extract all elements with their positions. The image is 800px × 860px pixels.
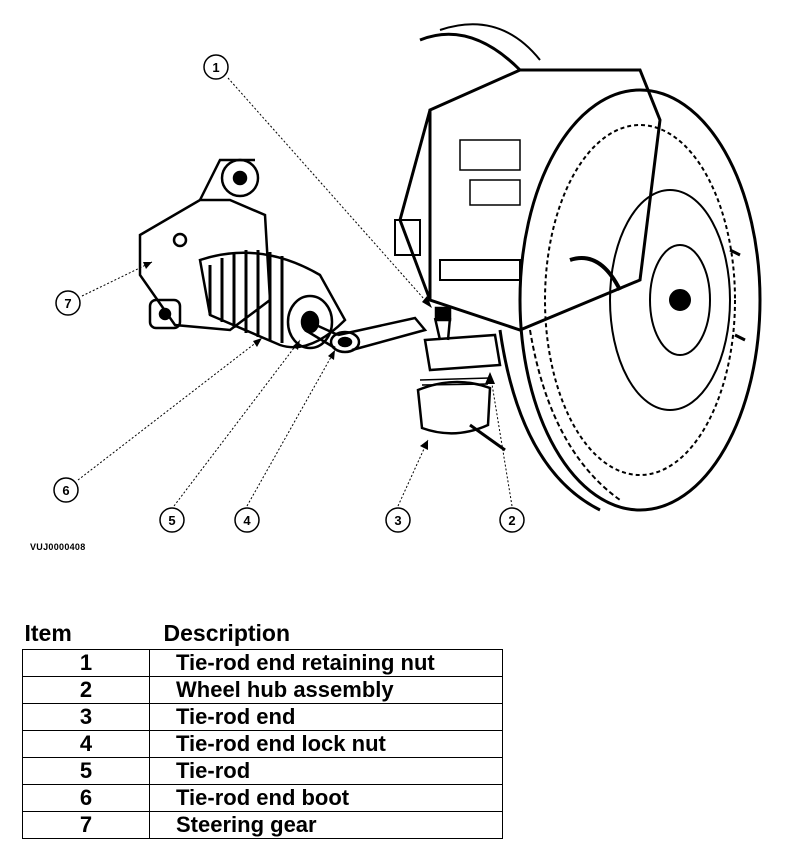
wheel-hub-drawing	[394, 23, 762, 512]
diagram-reference-code: VUJ0000408	[30, 542, 86, 552]
table-row: 6 Tie-rod end boot	[22, 784, 503, 812]
svg-text:2: 2	[508, 513, 515, 528]
item-description: Tie-rod end lock nut	[149, 730, 503, 758]
callout-1: 1	[203, 54, 229, 80]
item-number: 7	[22, 811, 150, 839]
item-number: 4	[22, 730, 150, 758]
tie-rod-end-drawing	[416, 306, 506, 452]
item-description: Tie-rod	[149, 757, 503, 785]
svg-text:3: 3	[394, 513, 401, 528]
parts-table: Item Description 1 Tie-rod end retaining…	[22, 618, 503, 839]
item-number: 6	[22, 784, 150, 812]
item-number: 5	[22, 757, 150, 785]
steering-assembly-diagram: 1 2 3 4 5 6 7	[53, 23, 762, 533]
callout-3: 3	[385, 507, 411, 533]
steering-gear-drawing	[138, 158, 347, 350]
table-header-row: Item Description	[23, 618, 503, 650]
item-number: 1	[22, 649, 150, 677]
svg-text:1: 1	[212, 60, 219, 75]
svg-text:6: 6	[62, 483, 69, 498]
callout-2: 2	[499, 507, 525, 533]
callout-7: 7	[55, 290, 81, 316]
description-column-header: Description	[163, 619, 291, 646]
svg-text:4: 4	[243, 513, 251, 528]
table-row: 5 Tie-rod	[22, 757, 503, 785]
callout-6: 6	[53, 477, 79, 503]
item-description: Wheel hub assembly	[149, 676, 503, 704]
table-row: 4 Tie-rod end lock nut	[22, 730, 503, 758]
svg-text:7: 7	[64, 296, 71, 311]
item-number: 3	[22, 703, 150, 731]
table-row: 3 Tie-rod end	[22, 703, 503, 731]
leader-lines	[77, 77, 513, 507]
item-description: Tie-rod end boot	[149, 784, 503, 812]
item-column-header: Item	[24, 619, 72, 646]
table-row: 7 Steering gear	[22, 811, 503, 839]
item-description: Tie-rod end retaining nut	[149, 649, 503, 677]
item-description: Tie-rod end	[149, 703, 503, 731]
leader-arrowheads	[143, 262, 495, 450]
tie-rod-drawing	[304, 316, 428, 354]
table-row: 2 Wheel hub assembly	[22, 676, 503, 704]
callout-4: 4	[234, 507, 260, 533]
item-number: 2	[22, 676, 150, 704]
table-row: 1 Tie-rod end retaining nut	[22, 649, 503, 677]
callout-5: 5	[159, 507, 185, 533]
item-description: Steering gear	[149, 811, 503, 839]
svg-text:5: 5	[168, 513, 175, 528]
